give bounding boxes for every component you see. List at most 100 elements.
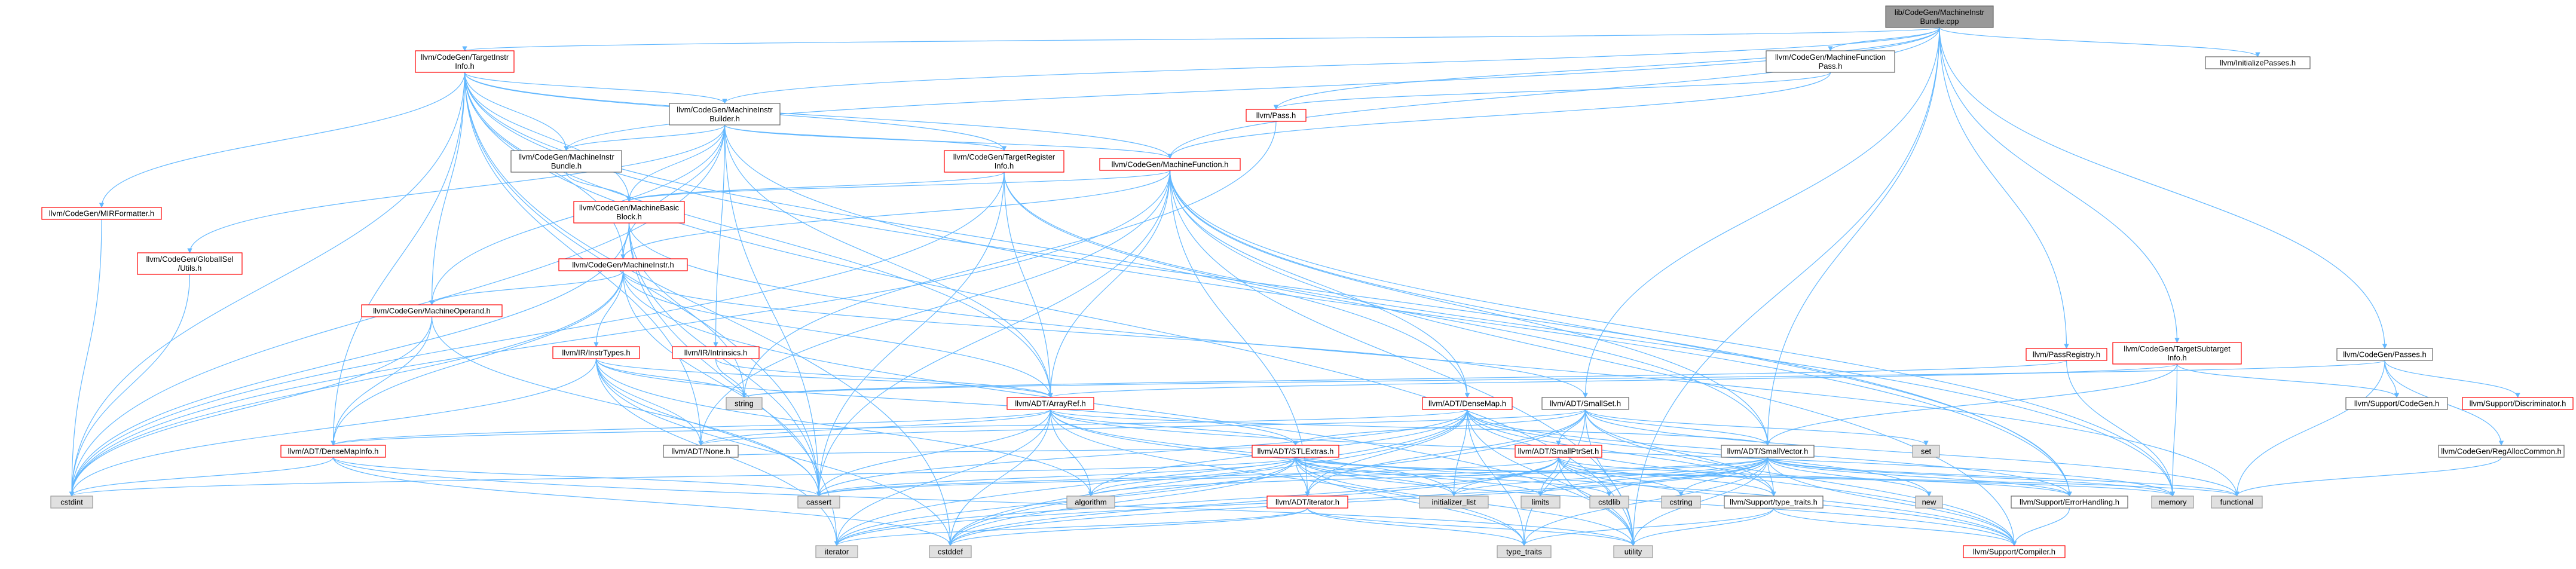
- node-limits[interactable]: limits: [1520, 495, 1561, 509]
- node-regalloc[interactable]: llvm/CodeGen/RegAllocCommon.h: [2438, 445, 2565, 458]
- node-set[interactable]: set: [1912, 445, 1940, 458]
- edge-smallset-to-stlextras: [1293, 409, 1586, 446]
- edge-tii-to-errorhandling: [464, 72, 2072, 497]
- node-box: [2011, 495, 2128, 509]
- node-errorhandling[interactable]: llvm/Support/ErrorHandling.h: [2011, 495, 2128, 509]
- node-discriminator[interactable]: llvm/Support/Discriminator.h: [2462, 397, 2574, 410]
- node-mirfmt[interactable]: llvm/CodeGen/MIRFormatter.h: [41, 207, 162, 220]
- node-label: new: [1922, 498, 1936, 507]
- node-string[interactable]: string: [726, 397, 763, 410]
- node-iteratorstd[interactable]: iterator: [815, 545, 858, 558]
- node-functional[interactable]: functional: [2211, 495, 2263, 509]
- edge-mi-to-instrtypes: [593, 270, 624, 347]
- node-label: llvm/ADT/ArrayRef.h: [1015, 399, 1085, 408]
- node-passes[interactable]: llvm/CodeGen/Passes.h: [2336, 348, 2433, 361]
- node-mo[interactable]: llvm/CodeGen/MachineOperand.h: [361, 304, 503, 317]
- edge-smallset-to-cstddef: [947, 409, 1586, 546]
- edge-root-to-mib: [722, 27, 1940, 104]
- node-initpasses[interactable]: llvm/InitializePasses.h: [2205, 56, 2311, 69]
- node-algorithm[interactable]: algorithm: [1066, 495, 1115, 509]
- edge-root-to-tii: [463, 27, 1940, 51]
- edge-tri-to-memory: [1004, 172, 2176, 497]
- node-supportcodegen[interactable]: llvm/Support/CodeGen.h: [2345, 397, 2448, 410]
- node-mi[interactable]: llvm/CodeGen/MachineInstr.h: [558, 258, 688, 271]
- node-label: llvm/ADT/SmallSet.h: [1550, 399, 1621, 408]
- node-typetraitsstd[interactable]: type_traits: [1497, 545, 1552, 558]
- node-none[interactable]: llvm/ADT/None.h: [663, 445, 739, 458]
- node-densemap[interactable]: llvm/ADT/DenseMap.h: [1422, 397, 1513, 410]
- edge-arrayref-to-algorithm: [1050, 409, 1094, 497]
- node-passregistry[interactable]: llvm/PassRegistry.h: [2026, 348, 2107, 361]
- node-label: Pass.h: [1819, 62, 1843, 71]
- edge-smallvector-to-compiler: [1767, 457, 2017, 546]
- node-box: [41, 207, 162, 220]
- edge-mf-to-memory: [1169, 170, 2176, 497]
- node-box: [929, 545, 972, 558]
- node-mf[interactable]: llvm/CodeGen/MachineFunction.h: [1099, 158, 1241, 171]
- node-cstdint[interactable]: cstdint: [50, 495, 93, 509]
- node-label: llvm/CodeGen/RegAllocCommon.h: [2441, 447, 2562, 456]
- node-label: cstdint: [60, 498, 83, 507]
- node-cstring[interactable]: cstring: [1661, 495, 1701, 509]
- node-label: Bundle.h: [551, 161, 582, 170]
- node-pass[interactable]: llvm/Pass.h: [1246, 109, 1307, 122]
- node-label: llvm/CodeGen/MachineOperand.h: [373, 307, 491, 316]
- node-initlist[interactable]: initializer_list: [1419, 495, 1489, 509]
- edge-tii-to-densemapinfo: [331, 72, 466, 446]
- node-smallptrset[interactable]: llvm/ADT/SmallPtrSet.h: [1515, 445, 1602, 458]
- edge-smallptrset-to-cstdlib: [1558, 457, 1612, 497]
- edge-passes-to-string: [742, 360, 2385, 398]
- node-cstdlib[interactable]: cstdlib: [1589, 495, 1629, 509]
- edge-tsi-to-memory: [2170, 363, 2178, 497]
- edge-tii-to-cstddef: [464, 72, 953, 546]
- edge-instrtypes-to-cstddef: [595, 358, 953, 546]
- node-memory[interactable]: memory: [2151, 495, 2194, 509]
- node-box: [1589, 495, 1629, 509]
- node-instrtypes[interactable]: llvm/IR/InstrTypes.h: [552, 346, 640, 359]
- node-box: [1766, 50, 1895, 73]
- edge-typetraits-to-utility: [1630, 507, 1775, 546]
- node-box: [552, 346, 640, 359]
- node-label: llvm/Support/Discriminator.h: [2470, 399, 2566, 408]
- node-label: utility: [1624, 547, 1642, 556]
- node-cassert[interactable]: cassert: [797, 495, 840, 509]
- edge-mf-to-smallvector: [1169, 170, 1770, 446]
- edge-tii-to-arrayref: [464, 72, 1053, 398]
- edge-mibundle-to-mbb: [565, 172, 632, 202]
- node-utility[interactable]: utility: [1613, 545, 1653, 558]
- node-iterator[interactable]: llvm/ADT/iterator.h: [1266, 495, 1348, 509]
- node-label: llvm/CodeGen/TargetInstr: [421, 53, 509, 62]
- edge-smallvector-to-cstddef: [947, 457, 1769, 546]
- node-compiler[interactable]: llvm/Support/Compiler.h: [1963, 545, 2066, 558]
- node-smallvector[interactable]: llvm/ADT/SmallVector.h: [1721, 445, 1815, 458]
- edge-mi-to-utility: [622, 270, 1636, 546]
- node-label: llvm/CodeGen/MachineFunction.h: [1112, 160, 1229, 169]
- node-intrinsics[interactable]: llvm/IR/Intrinsics.h: [672, 346, 760, 359]
- node-box: [2026, 348, 2107, 361]
- edge-stlextras-to-compiler: [1295, 457, 2017, 546]
- node-densemapinfo[interactable]: llvm/ADT/DenseMapInfo.h: [280, 445, 386, 458]
- node-new[interactable]: new: [1915, 495, 1943, 509]
- node-label: Info.h: [2167, 353, 2187, 362]
- node-typetraits[interactable]: llvm/Support/type_traits.h: [1724, 495, 1824, 509]
- node-stlextras[interactable]: llvm/ADT/STLExtras.h: [1252, 445, 1339, 458]
- edge-mib-to-mi: [620, 124, 726, 259]
- node-arrayref[interactable]: llvm/ADT/ArrayRef.h: [1006, 397, 1094, 410]
- node-cstddef[interactable]: cstddef: [929, 545, 972, 558]
- node-globalisel[interactable]: llvm/CodeGen/GlobalISel/Utils.h: [137, 252, 243, 275]
- node-box: [1520, 495, 1561, 509]
- node-smallset[interactable]: llvm/ADT/SmallSet.h: [1541, 397, 1629, 410]
- edge-mi-to-arrayref: [622, 270, 1053, 398]
- node-box: [1721, 445, 1815, 458]
- edge-root-to-passes: [1939, 27, 2388, 349]
- node-label: llvm/CodeGen/TargetRegister: [953, 152, 1056, 161]
- node-label: llvm/Support/Compiler.h: [1973, 547, 2055, 556]
